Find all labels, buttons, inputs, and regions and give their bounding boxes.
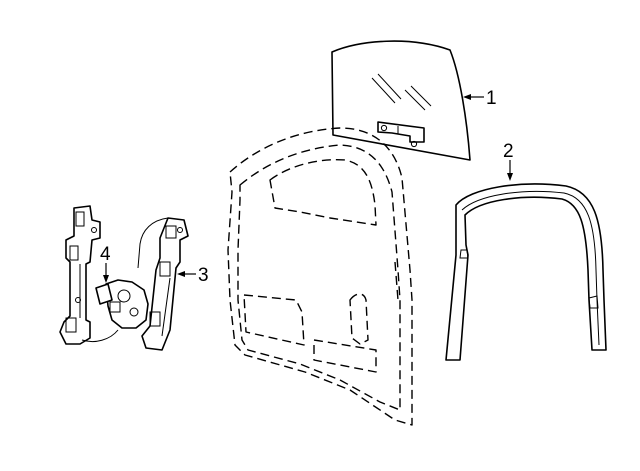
callout-1-leader xyxy=(463,94,484,100)
callout-2-leader xyxy=(507,160,513,181)
callout-1: 1 xyxy=(486,88,497,109)
door-shell-outline xyxy=(227,127,413,426)
door-glass xyxy=(331,40,471,161)
callout-3: 3 xyxy=(198,265,209,286)
callout-3-leader xyxy=(177,271,196,277)
regulator-rail xyxy=(141,217,189,351)
callout-4-leader xyxy=(103,263,109,283)
window-regulator xyxy=(59,205,169,345)
callout-4: 4 xyxy=(100,244,111,265)
run-channel xyxy=(445,183,607,361)
callout-2: 2 xyxy=(503,141,514,162)
